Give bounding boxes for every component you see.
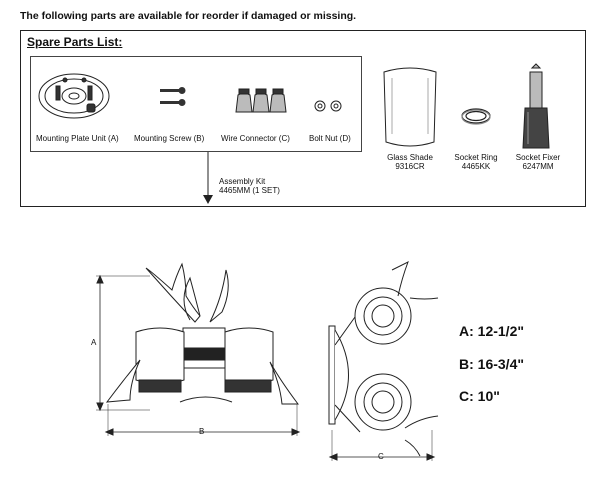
socket-fixer-illustration — [522, 63, 550, 149]
spare-parts-frame — [20, 30, 586, 207]
assembly-kit-box — [30, 56, 362, 152]
glass-shade-code: 9316CR — [395, 162, 425, 171]
intro-text: The following parts are available for re… — [20, 10, 357, 22]
kit-part-label-bolt-nut: Bolt Nut (D) — [309, 134, 351, 143]
dimension-a-value: A: 12-1/2" — [459, 323, 524, 339]
kit-part-label-mounting-screw: Mounting Screw (B) — [134, 134, 205, 143]
socket-ring-name: Socket Ring — [454, 153, 498, 162]
front-view-illustration — [96, 262, 301, 436]
wire-connector-illustration — [235, 88, 287, 113]
assembly-kit-code: 4465MM (1 SET) — [219, 186, 280, 195]
dimension-c-value: C: 10" — [459, 388, 500, 404]
assembly-kit-name: Assembly Kit — [219, 177, 266, 186]
dimension-letter-b: B — [199, 427, 205, 436]
spare-parts-title: Spare Parts List: — [27, 35, 123, 49]
assembly-kit-arrow — [203, 152, 213, 204]
mounting-plate-illustration — [38, 73, 110, 119]
socket-fixer-code: 6247MM — [522, 162, 554, 171]
glass-shade-name: Glass Shade — [387, 153, 433, 162]
socket-ring-code: 4465KK — [461, 162, 491, 171]
dimension-b-value: B: 16-3/4" — [459, 356, 524, 372]
bolt-nut-illustration — [314, 100, 342, 112]
glass-shade-illustration — [383, 67, 437, 147]
dimension-letter-c: C — [378, 452, 384, 461]
socket-fixer-label: Socket Fixer 6247MM — [507, 153, 569, 171]
assembly-kit-label: Assembly Kit 4465MM (1 SET) — [219, 177, 280, 195]
kit-part-label-mounting-plate: Mounting Plate Unit (A) — [36, 134, 119, 143]
socket-fixer-name: Socket Fixer — [515, 153, 561, 162]
kit-part-label-wire-connector: Wire Connector (C) — [221, 134, 290, 143]
mounting-screw-illustration — [160, 87, 186, 106]
glass-shade-label: Glass Shade 9316CR — [380, 153, 440, 171]
socket-ring-illustration — [461, 108, 491, 125]
socket-ring-label: Socket Ring 4465KK — [446, 153, 506, 171]
dimension-letter-a: A — [91, 338, 97, 347]
side-view-illustration — [328, 260, 439, 461]
